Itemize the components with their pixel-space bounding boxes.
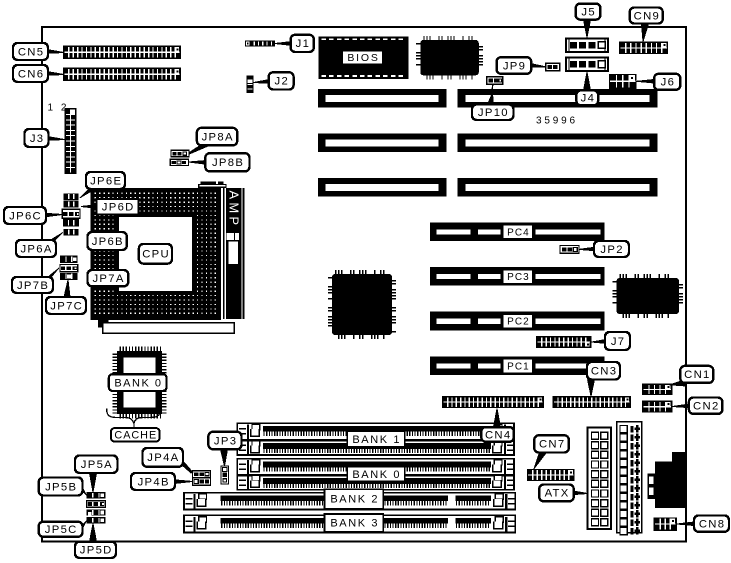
svg-text:BANK 3: BANK 3: [330, 518, 379, 530]
svg-text:JP9: JP9: [503, 60, 526, 72]
svg-text:JP4B: JP4B: [138, 476, 170, 488]
svg-text:JP6B: JP6B: [92, 236, 124, 248]
svg-text:AMP: AMP: [227, 191, 242, 229]
svg-text:CN1: CN1: [684, 369, 711, 381]
svg-text:JP6C: JP6C: [9, 210, 42, 222]
svg-text:JP2: JP2: [600, 244, 623, 256]
svg-text:1 2: 1 2: [48, 103, 69, 114]
svg-text:JP5A: JP5A: [81, 459, 113, 471]
svg-text:CACHE: CACHE: [114, 430, 157, 442]
svg-text:CN9: CN9: [634, 10, 661, 22]
svg-text:JP5B: JP5B: [45, 481, 77, 493]
svg-text:CN6: CN6: [18, 68, 45, 80]
svg-text:BANK 2: BANK 2: [330, 494, 379, 506]
svg-text:CN2: CN2: [693, 401, 720, 413]
svg-text:35996: 35996: [536, 116, 578, 127]
svg-text:CN3: CN3: [591, 366, 618, 378]
svg-text:J2: J2: [275, 76, 290, 88]
svg-text:CN8: CN8: [699, 518, 726, 530]
svg-text:CPU: CPU: [142, 249, 170, 261]
svg-text:J1: J1: [296, 38, 311, 50]
svg-text:CN5: CN5: [18, 46, 45, 58]
svg-text:BANK 1: BANK 1: [352, 434, 401, 446]
svg-text:CN4: CN4: [485, 429, 512, 441]
svg-text:JP5D: JP5D: [80, 545, 113, 557]
svg-text:BIOS: BIOS: [347, 52, 379, 64]
svg-text:JP4A: JP4A: [147, 452, 179, 464]
svg-text:J7: J7: [611, 336, 626, 348]
svg-text:BANK 0: BANK 0: [352, 469, 401, 481]
svg-text:JP8A: JP8A: [202, 131, 234, 143]
svg-text:JP3: JP3: [214, 435, 237, 447]
svg-text:J4: J4: [581, 93, 596, 105]
svg-text:JP6E: JP6E: [90, 175, 122, 187]
svg-text:J5: J5: [581, 6, 596, 18]
svg-text:JP7C: JP7C: [50, 300, 83, 312]
svg-text:J3: J3: [30, 133, 45, 145]
svg-text:PC1: PC1: [507, 361, 529, 372]
svg-text:PC3: PC3: [507, 272, 529, 283]
svg-text:PC2: PC2: [507, 317, 529, 328]
svg-text:JP8B: JP8B: [212, 157, 244, 169]
svg-text:JP6D: JP6D: [102, 202, 135, 214]
svg-text:J6: J6: [661, 77, 676, 89]
svg-text:JP6A: JP6A: [20, 243, 52, 255]
svg-text:BANK 0: BANK 0: [114, 377, 162, 389]
svg-text:ATX: ATX: [545, 488, 570, 500]
svg-text:JP5C: JP5C: [45, 524, 78, 536]
svg-text:JP7B: JP7B: [17, 280, 49, 292]
svg-text:JP7A: JP7A: [92, 273, 124, 285]
svg-text:PC4: PC4: [507, 227, 529, 238]
svg-text:JP10: JP10: [478, 107, 509, 119]
svg-text:CN7: CN7: [539, 439, 566, 451]
